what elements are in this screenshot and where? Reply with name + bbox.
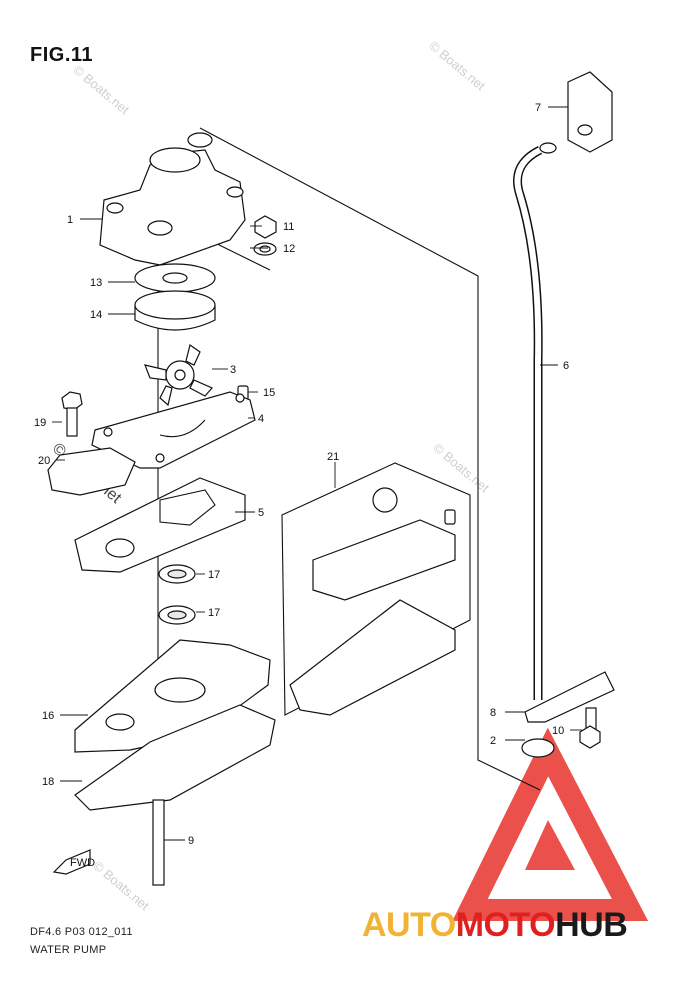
tube-plate-part (524, 671, 615, 723)
callout-13: 13 (90, 277, 102, 289)
pump-liner-part (134, 263, 216, 331)
callout-labels: 1 2 3 4 5 6 7 8 9 10 11 12 13 14 15 16 1… (34, 102, 569, 847)
bolt-part (61, 391, 83, 437)
repair-kit-part (281, 462, 471, 716)
callout-1: 1 (67, 214, 73, 226)
callout-15: 15 (263, 387, 275, 399)
logo-triangle-icon (452, 727, 649, 921)
figure-title: FIG.11 (30, 44, 94, 66)
callout-6: 6 (563, 360, 569, 372)
automotohub-logo: AUTOMOTOHUB (362, 906, 628, 945)
callout-17: 17 (208, 569, 220, 581)
callout-3: 3 (230, 364, 236, 376)
lower-gasket-part (74, 704, 276, 811)
forward-arrow-icon: FWD (52, 849, 95, 875)
callout-20: 20 (38, 455, 50, 467)
callout-16: 16 (42, 710, 54, 722)
callout-19: 19 (34, 417, 46, 429)
callout-11: 11 (283, 221, 294, 233)
tube-grommet-part (521, 738, 555, 758)
gasket-part (47, 447, 136, 496)
stud-bolt-part (152, 799, 165, 886)
callout-2: 2 (490, 735, 496, 747)
pump-plate-part (91, 391, 256, 469)
pump-gasket-part (74, 477, 246, 573)
logo-part-hub: HUB (555, 906, 628, 944)
callout-17: 17 (208, 607, 220, 619)
callout-18: 18 (42, 776, 54, 788)
oil-seal-part (158, 564, 196, 625)
callout-7: 7 (535, 102, 541, 114)
logo-part-moto: MOTO (455, 906, 556, 944)
callout-9: 9 (188, 835, 194, 847)
callout-12: 12 (283, 243, 295, 255)
logo-part-auto: AUTO (362, 906, 456, 944)
grommet-part (567, 71, 613, 153)
nut-part (253, 215, 277, 256)
figure-name: WATER PUMP (30, 944, 107, 956)
water-tube-part (513, 142, 557, 700)
callout-5: 5 (258, 507, 264, 519)
callout-10: 10 (552, 725, 564, 737)
leader-lines (52, 106, 582, 841)
plate-bolt-part (579, 707, 601, 749)
forward-label: FWD (70, 857, 95, 869)
pump-lower-case-part (74, 639, 271, 753)
callout-4: 4 (258, 413, 264, 425)
callout-21: 21 (327, 451, 339, 463)
pump-case-part (99, 132, 246, 266)
callout-8: 8 (490, 707, 496, 719)
assembly-line (199, 127, 541, 791)
impeller-part (144, 344, 213, 407)
figure-code: DF4.6 P03 012_011 (30, 926, 133, 938)
callout-14: 14 (90, 309, 102, 321)
